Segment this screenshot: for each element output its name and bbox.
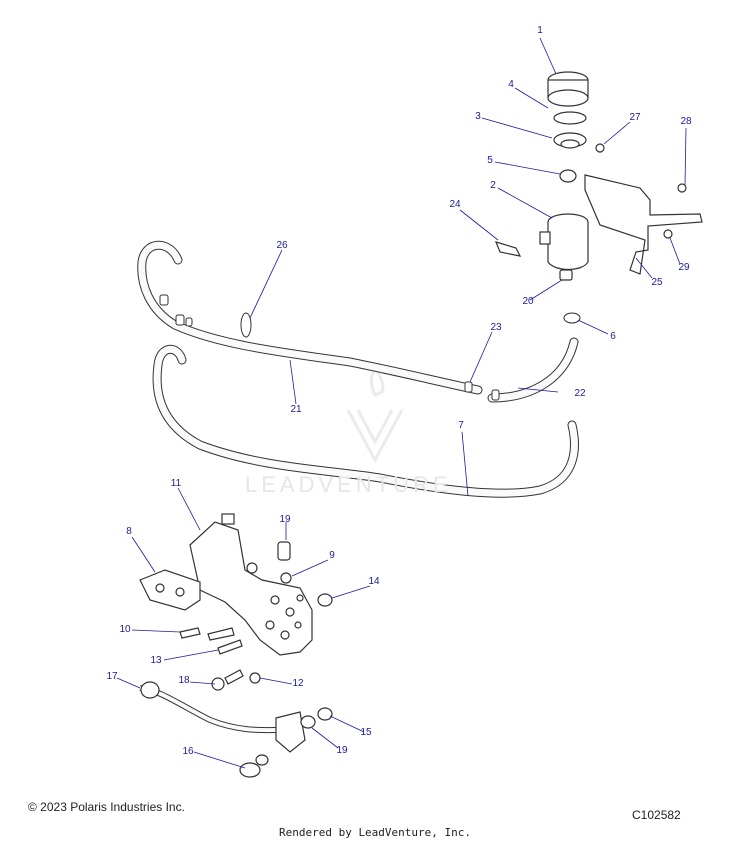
hose-clamps	[159, 294, 581, 401]
callout-7[interactable]: 7	[458, 420, 464, 431]
rendered-by-text: Rendered by LeadVenture, Inc.	[278, 826, 472, 839]
callout-26[interactable]: 26	[276, 240, 288, 251]
callout-5[interactable]: 5	[487, 155, 493, 166]
callout-6[interactable]: 6	[610, 331, 616, 342]
callout-27[interactable]: 27	[629, 112, 641, 123]
hose-22	[487, 337, 579, 403]
hose-7	[152, 344, 579, 498]
callout-19-lower[interactable]: 19	[336, 745, 348, 756]
leader-lines	[116, 37, 687, 769]
copyright-text: © 2023 Polaris Industries Inc.	[28, 800, 185, 814]
watermark-text: LEADVENTURE	[245, 472, 452, 497]
callout-22[interactable]: 22	[574, 388, 586, 399]
callout-8[interactable]: 8	[126, 526, 132, 537]
callout-4[interactable]: 4	[508, 79, 514, 90]
callout-20[interactable]: 20	[522, 296, 534, 307]
callout-29[interactable]: 29	[678, 262, 690, 273]
callout-14[interactable]: 14	[368, 576, 380, 587]
callout-17[interactable]: 17	[106, 671, 118, 682]
callout-1[interactable]: 1	[537, 25, 543, 36]
reservoir-assembly	[494, 71, 703, 281]
callout-11[interactable]: 11	[170, 478, 182, 489]
callout-19-upper[interactable]: 19	[279, 514, 291, 525]
callout-25[interactable]: 25	[651, 277, 663, 288]
master-cylinder-and-bracket	[139, 513, 333, 691]
callout-16[interactable]: 16	[182, 746, 194, 757]
callout-3[interactable]: 3	[475, 111, 481, 122]
callout-28[interactable]: 28	[680, 116, 692, 127]
callout-9[interactable]: 9	[329, 550, 335, 561]
hose-21	[137, 240, 483, 395]
callout-21[interactable]: 21	[290, 404, 302, 415]
diagram-code: C102582	[632, 808, 681, 822]
callout-23[interactable]: 23	[490, 322, 502, 333]
callout-10[interactable]: 10	[119, 624, 131, 635]
leadventure-logo-watermark	[346, 361, 404, 464]
callout-12[interactable]: 12	[292, 678, 304, 689]
callout-2[interactable]: 2	[490, 180, 496, 191]
callout-18[interactable]: 18	[178, 675, 190, 686]
callout-13[interactable]: 13	[150, 655, 162, 666]
callout-15[interactable]: 15	[360, 727, 372, 738]
callout-24[interactable]: 24	[449, 199, 461, 210]
pedal-rod-assembly	[139, 681, 333, 778]
